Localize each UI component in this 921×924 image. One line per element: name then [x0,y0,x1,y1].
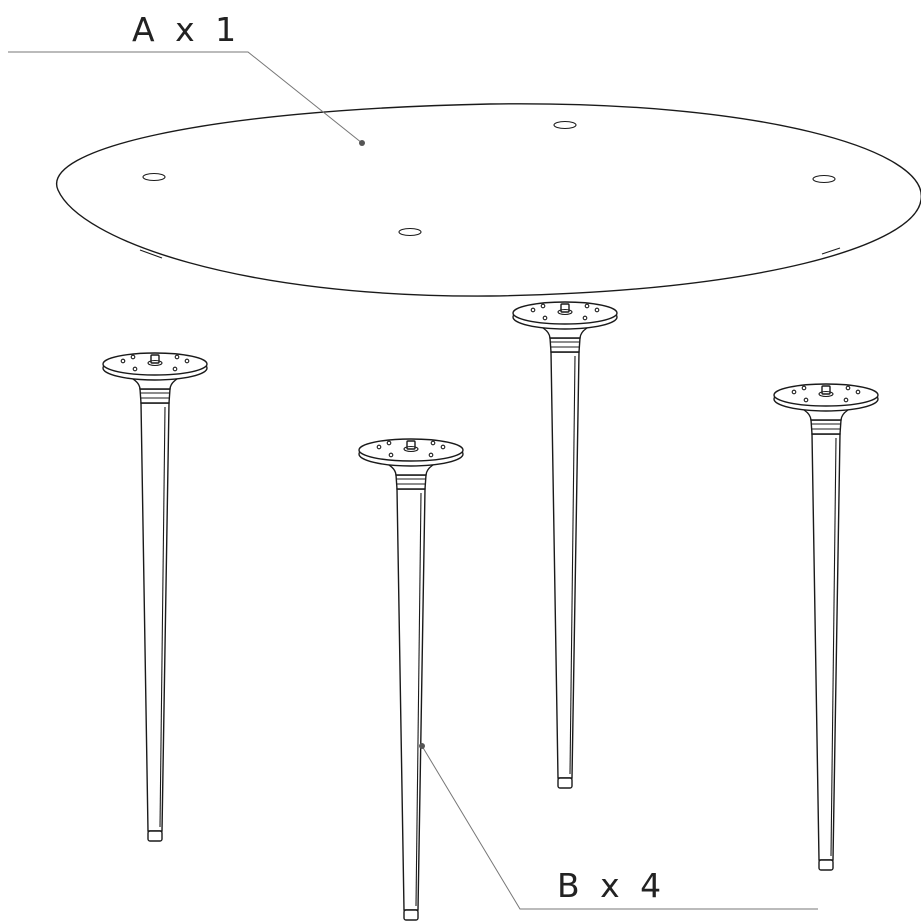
mounting-plate [358,438,464,462]
mounting-plate [773,383,879,407]
callout-legs-leader [421,745,818,910]
screw-hole [376,444,382,450]
leg-shaft-highlight [830,437,837,857]
center-bolt-base [557,308,573,316]
screw-hole [791,389,797,395]
center-bolt-base [147,359,163,367]
screw-hole [801,385,807,391]
callout-legs: B x 4 [419,743,818,910]
legs-group [102,301,879,921]
screw-hole [440,444,446,450]
tabletop-mounting-holes [142,120,836,237]
screw-hole [542,315,548,321]
tabletop-edge-left [139,249,163,259]
callout-tabletop: A x 1 [8,10,365,146]
screw-hole [430,440,436,446]
tabletop [55,103,921,297]
leg-collar [395,474,427,490]
callout-tabletop-leader [8,51,363,144]
mounting-plate [102,352,208,376]
center-bolt-base [818,390,834,398]
callout-legs-label: B x 4 [557,866,666,905]
screw-hole [594,307,600,313]
table-leg [773,383,879,871]
screw-hole [132,366,138,372]
leg-foot [818,859,834,871]
screw-hole [584,303,590,309]
screw-hole [855,389,861,395]
mounting-plate [512,301,618,325]
table-leg [102,352,208,842]
screw-hole [845,385,851,391]
center-bolt [560,303,570,313]
screw-hole [582,315,588,321]
screw-hole [388,452,394,458]
leg-shaft-highlight [569,355,576,775]
mounting-hole [553,120,577,130]
center-bolt [406,440,416,450]
table-leg [512,301,618,789]
screw-hole [172,366,178,372]
leg-collar [549,337,581,353]
screw-hole [530,307,536,313]
screw-hole [540,303,546,309]
leg-shaft-highlight [159,406,166,828]
callout-tabletop-label: A x 1 [132,10,241,49]
center-bolt [821,385,831,395]
screw-hole [184,358,190,364]
mounting-hole [142,172,166,182]
callout-tabletop-anchor-dot [359,140,365,146]
tabletop-top-surface [55,103,921,297]
leg-collar [139,388,171,404]
screw-hole [386,440,392,446]
leg-collar [810,419,842,435]
mounting-hole [812,174,836,184]
leg-foot [557,777,573,789]
table-leg [358,438,464,921]
tabletop-edge-right [821,247,841,255]
callout-legs-anchor-dot [419,743,425,749]
screw-hole [428,452,434,458]
screw-hole [803,397,809,403]
leg-foot [147,830,163,842]
mounting-hole [398,227,422,237]
center-bolt [150,354,160,364]
leg-foot [403,909,419,921]
leg-shaft-highlight [415,492,422,907]
screw-hole [174,354,180,360]
center-bolt-base [403,445,419,453]
screw-hole [843,397,849,403]
screw-hole [120,358,126,364]
screw-hole [130,354,136,360]
